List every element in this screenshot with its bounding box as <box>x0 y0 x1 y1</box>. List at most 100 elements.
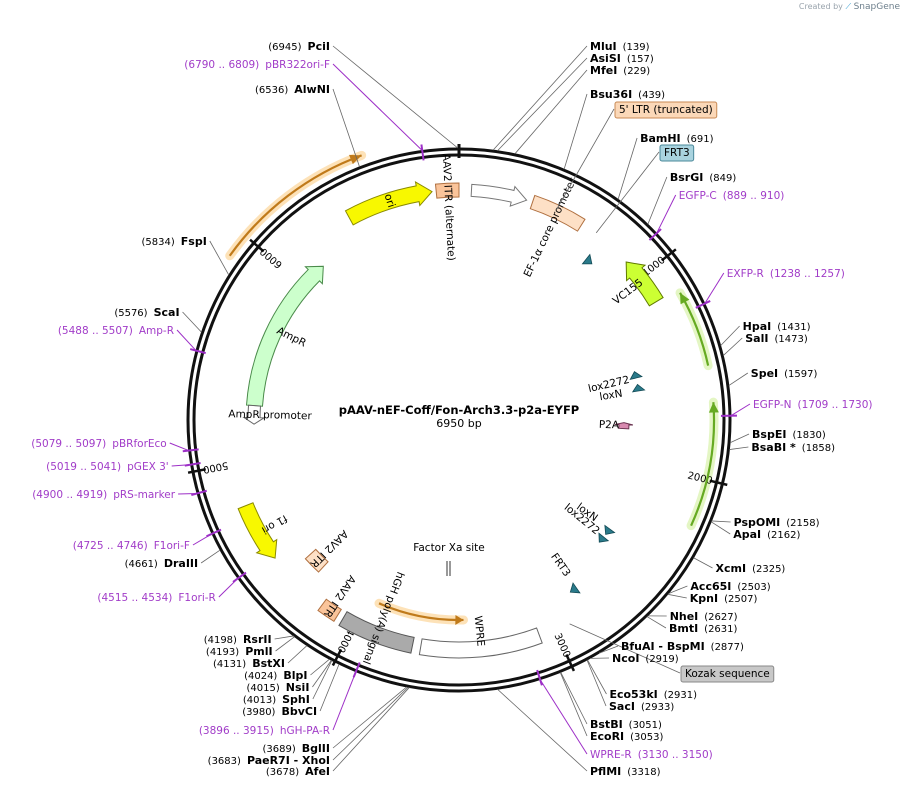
site-leader-bfuai-bspmi <box>598 645 619 654</box>
site-label-mlui: MluI (139) <box>590 40 650 53</box>
site-leader-bglii <box>332 686 407 749</box>
site-position: (3053) <box>630 732 663 743</box>
primer-name: pBRforEco <box>112 438 166 450</box>
primer-label-f1ori-f: (4725 .. 4746)F1ori-F <box>73 540 190 552</box>
tick-6000 <box>249 238 265 253</box>
feature-ef-1-core-promoter-3 <box>529 194 586 232</box>
site-position: (2158) <box>786 518 819 529</box>
feature-label-ampr: AmpR <box>275 325 308 350</box>
site-position: (5834) <box>142 237 175 248</box>
primer-range: (5019 .. 5041) <box>46 461 121 473</box>
feature-hgh-poly-a-signal-10 <box>338 610 415 654</box>
site-label-bamhi: BamHI(691) <box>640 132 714 145</box>
site-label-afei: (3678)AfeI <box>266 765 330 778</box>
site-leader-kpni <box>667 593 687 599</box>
site-position: (139) <box>623 42 650 53</box>
feature-item-2 <box>470 183 528 207</box>
site-position: (4024) <box>244 671 277 682</box>
feature-label-hgh-poly-a-signal: hGH poly(A) signal <box>360 570 406 666</box>
site-leader-bstbi <box>560 672 588 725</box>
site-label-bsrgi: BsrGI(849) <box>670 171 736 184</box>
site-label-nhei: NheI (2627) <box>670 610 738 623</box>
site-leader-nsii <box>312 659 332 688</box>
site-leader-draiii <box>200 549 221 564</box>
primer-label-egfp-c: EGFP-C(889 .. 910) <box>679 190 785 202</box>
feature-aav2-itr-8 <box>304 548 329 573</box>
primer-range: (4900 .. 4919) <box>32 489 107 501</box>
center-label-factor-xa-site: Factor Xa site <box>413 542 484 554</box>
primer-mark-f1ori-r <box>232 571 247 583</box>
site-leader-bbvci <box>319 663 340 712</box>
site-name: PciI <box>308 40 330 53</box>
primer-range: (3130 .. 3150) <box>638 749 713 761</box>
feature-p2a-12 <box>614 422 634 430</box>
site-position: (1431) <box>777 322 810 333</box>
site-leader-bsu36i <box>563 93 588 170</box>
site-leader-pcii <box>332 45 459 149</box>
site-position: (2877) <box>711 642 744 653</box>
primer-leader-egfp-n <box>730 403 751 417</box>
site-label-pspomi: PspOMI(2158) <box>734 516 820 529</box>
primer-mark-pbrforeco <box>182 448 199 453</box>
site-name: MfeI <box>590 64 617 77</box>
site-name: Acc65I <box>690 580 731 593</box>
tick-label-3000: 3000 <box>552 632 573 660</box>
site-name: MluI <box>590 40 617 53</box>
primer-name: pBR322ori-F <box>265 59 330 71</box>
feature-vc155-4 <box>625 261 664 307</box>
primer-label-amp-r: (5488 .. 5507)Amp-R <box>58 325 174 337</box>
site-leader-bamhi <box>617 137 638 200</box>
site-label-fspi: (5834)FspI <box>142 235 207 248</box>
site-position: (2627) <box>704 612 737 623</box>
site-leader-blpi <box>310 658 330 676</box>
site-leader-rsrii <box>274 635 294 640</box>
feature-ampr-5 <box>245 265 324 407</box>
primer-range: (5488 .. 5507) <box>58 325 133 337</box>
primer-mark-amp-r <box>189 348 206 355</box>
site-leader-ecori <box>559 672 588 737</box>
site-label-bsabi: BsaBI *(1858) <box>751 441 835 454</box>
feature-label-ori: ori <box>382 192 398 209</box>
primer-range: (3896 .. 3915) <box>199 725 274 737</box>
site-label-bmti: BmtI(2631) <box>669 622 738 635</box>
site-leader-afei <box>332 687 410 772</box>
primer-name: WPRE-R <box>590 749 632 761</box>
snapgene-logo-icon: ⟋ <box>845 2 852 11</box>
site-label-kpni: KpnI(2507) <box>690 592 758 605</box>
site-name: BlpI <box>283 669 307 682</box>
site-position: (3678) <box>266 767 299 778</box>
watermark: Created by ⟋ SnapGene <box>799 2 900 12</box>
site-label-blpi: (4024) BlpI <box>244 669 307 682</box>
site-position: (4661) <box>125 559 158 570</box>
watermark-brand: SnapGene <box>853 2 900 12</box>
site-leader-bmti <box>646 616 667 629</box>
feature-aav2-itr-alternate-1 <box>434 182 460 199</box>
site-label-xcmi: XcmI(2325) <box>716 562 786 575</box>
site-label-paer7i-xhoi: (3683)PaeR7I - XhoI <box>208 754 330 767</box>
site-name: BstBI <box>590 718 623 731</box>
primer-label-f1ori-r: (4515 .. 4534)F1ori-R <box>97 592 215 604</box>
feature-label-f1-ori: f1 ori <box>259 512 289 536</box>
primer-name: F1ori-F <box>154 540 190 552</box>
site-name: BfuAI - BspMI <box>621 640 705 653</box>
site-leader-bspei <box>729 433 750 444</box>
small-arrow-lox2272-0 <box>629 371 643 380</box>
primer-leader-pbrforeco <box>169 442 189 452</box>
cds-arrowhead-3 <box>349 154 362 165</box>
site-leader-mfei <box>514 69 588 155</box>
site-name: NheI <box>670 610 699 623</box>
site-leader-scai <box>182 311 202 333</box>
site-label-spei: SpeI(1597) <box>751 367 818 380</box>
site-name: XcmI <box>716 562 747 575</box>
primer-name: pGEX 3' <box>127 461 169 473</box>
site-name: PflMI <box>590 765 621 778</box>
cds-arc-3 <box>228 154 362 257</box>
site-position: (229) <box>623 66 650 77</box>
tick-5000 <box>187 468 206 474</box>
site-position: (4198) <box>204 635 237 646</box>
site-label-apai: ApaI(2162) <box>733 528 800 541</box>
primer-mark-pbr322ori-f <box>420 144 425 161</box>
site-name: EcoRI <box>590 730 624 743</box>
